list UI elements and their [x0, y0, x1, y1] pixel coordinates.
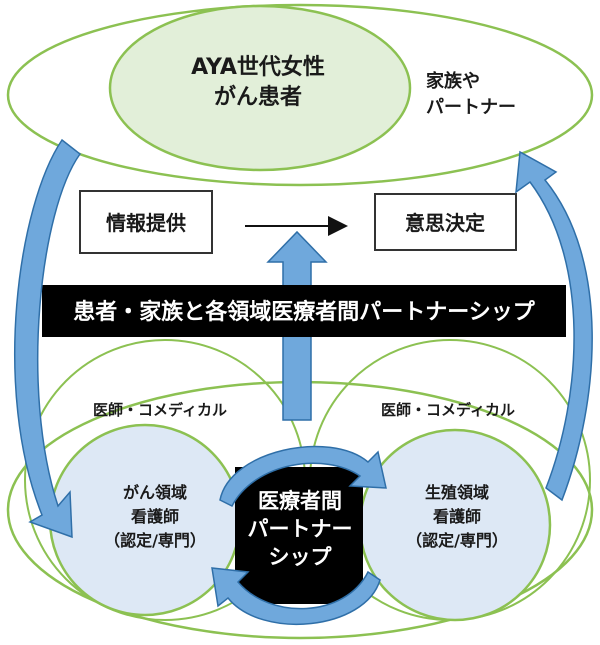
- left-nurse-line1: がん領域: [123, 483, 187, 502]
- left-curved-arrow: [14, 138, 82, 539]
- family-label-line1: 家族や: [426, 70, 480, 92]
- right-staff-label: 医師・コメディカル: [381, 401, 515, 419]
- partnership-banner-text: 患者・家族と各領域医療者間パートナーシップ: [73, 299, 536, 325]
- info-provision-label: 情報提供: [106, 211, 186, 235]
- inter-staff-partnership-box: [235, 467, 363, 604]
- info-provision-box: [79, 190, 213, 254]
- patient-ellipse: [108, 4, 412, 172]
- partnership-banner: [42, 285, 566, 337]
- center-label-line1: 医療者間: [258, 489, 342, 513]
- decision-box: [374, 193, 517, 251]
- right-nurse-line3: （認定/専門）: [406, 531, 508, 550]
- left-nurse-line3: （認定/専門）: [104, 531, 206, 550]
- circular-arrow-top: [219, 445, 387, 507]
- left-nurse-line2: 看護師: [130, 507, 179, 526]
- patient-label-line1: AYA世代女性: [191, 54, 325, 80]
- circular-arrow-bottom: [211, 567, 381, 625]
- left-staff-label: 医師・コメディカル: [93, 401, 227, 419]
- family-label-line2: パートナー: [426, 97, 516, 118]
- center-label-line2: パートナー: [248, 517, 353, 541]
- right-curved-arrow: [515, 150, 593, 502]
- decision-label: 意思決定: [405, 211, 485, 235]
- patient-label-line2: がん患者: [214, 84, 302, 110]
- center-label-line3: シップ: [269, 545, 333, 569]
- right-nurse-line1: 生殖領域: [425, 483, 489, 502]
- right-nurse-line2: 看護師: [432, 507, 481, 526]
